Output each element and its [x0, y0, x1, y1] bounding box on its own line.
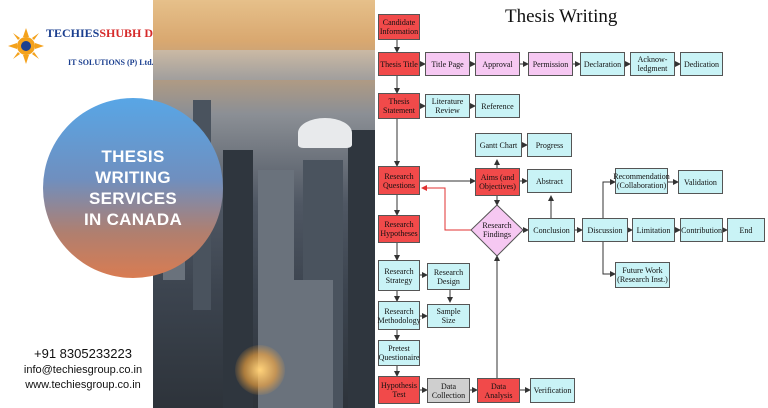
city-skyline-photo	[153, 0, 378, 408]
node-thesis-title: Thesis Title	[378, 52, 420, 76]
node-data-analysis: Data Analysis	[477, 378, 520, 403]
sun-gear-icon	[8, 28, 44, 64]
node-hypothesis-test: Hypothesis Test	[378, 376, 420, 404]
node-conclusion: Conclusion	[528, 218, 575, 242]
node-future-work: Future Work (Research Inst.)	[615, 262, 670, 288]
node-candidate-information: Candidate Information	[378, 14, 420, 40]
node-dedication: Dedication	[680, 52, 723, 76]
node-sample-size: Sample Size	[427, 304, 470, 328]
node-verification: Verification	[530, 378, 575, 403]
node-research-findings: Research Findings	[482, 221, 512, 239]
node-data-collection: Data Collection	[427, 378, 470, 403]
node-abstract: Abstract	[527, 169, 572, 193]
website-address: www.techiesgroup.co.in	[25, 379, 141, 391]
node-research-design: Research Design	[427, 263, 470, 290]
building	[348, 130, 376, 408]
node-permission: Permission	[528, 52, 573, 76]
phone-number: +91 8305233223	[34, 346, 132, 361]
node-recommendation: Recommendation (Collaboration)	[613, 168, 670, 194]
node-title-page: Title Page	[425, 52, 470, 76]
building	[273, 280, 333, 408]
banner-circle: THESIS WRITING SERVICES IN CANADA	[43, 98, 223, 278]
research-findings-diamond	[470, 204, 524, 257]
node-research-methodology: Research Methodology	[377, 301, 421, 330]
lake-water	[153, 50, 378, 80]
contact-block: +91 8305233223 info@techiesgroup.co.in w…	[8, 345, 158, 393]
node-approval: Approval	[475, 52, 520, 76]
node-research-hypotheses: Research Hypotheses	[378, 215, 420, 243]
node-limitation: Limitation	[632, 218, 675, 242]
node-validation: Validation	[678, 170, 723, 194]
node-progress: Progress	[527, 133, 572, 157]
node-declaration: Declaration	[580, 52, 625, 76]
company-subtitle: IT SOLUTIONS (P) Ltd.	[68, 58, 154, 67]
node-thesis-statement: Thesis Statement	[378, 93, 420, 119]
node-pretest-questionnaire: Pretest Questionaire	[378, 340, 420, 366]
node-research-strategy: Research Strategy	[378, 260, 420, 291]
node-reference: Reference	[475, 94, 520, 118]
diagram-title: Thesis Writing	[505, 6, 618, 27]
node-end: End	[727, 218, 765, 242]
node-discussion: Discussion	[582, 218, 628, 242]
banner-headline: THESIS WRITING SERVICES IN CANADA	[83, 147, 183, 229]
node-gantt-chart: Gantt Chart	[475, 133, 522, 157]
node-acknowledgement: Acknow-ledgment	[630, 52, 675, 76]
node-contribution: Contribution	[680, 218, 723, 242]
thesis-flowchart: Thesis Writing Candidate Information The…	[375, 0, 768, 408]
company-logo: TECHIESSHUBH DEEP IT SOLUTIONS (P) Ltd.	[6, 20, 176, 80]
node-aims-objectives: Aims (and Objectives)	[475, 168, 520, 196]
stadium-dome	[298, 118, 352, 148]
node-research-questions: Research Questions	[378, 166, 420, 195]
node-literature-review: Literature Review	[425, 94, 470, 118]
sun-glow	[235, 345, 285, 395]
flowchart-connectors	[394, 40, 728, 393]
email-address: info@techiesgroup.co.in	[23, 364, 143, 376]
